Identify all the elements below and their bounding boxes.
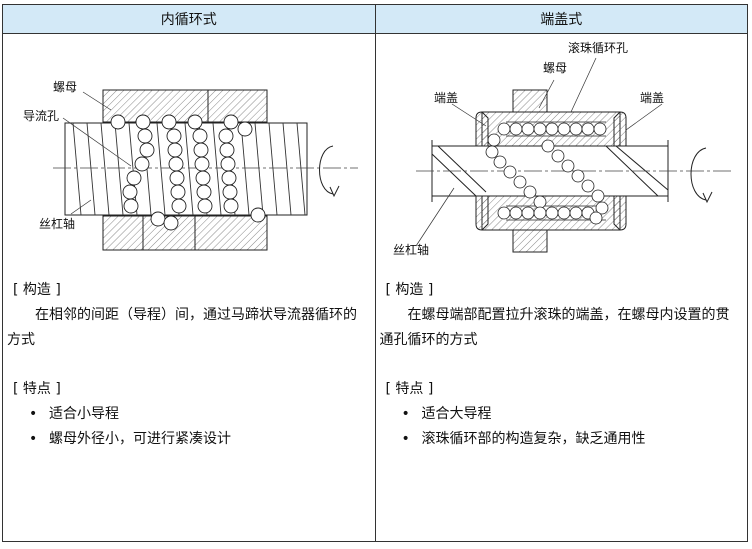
label-end-cap-right: 端盖 <box>640 91 664 105</box>
nut-bottom <box>102 215 268 251</box>
end-cap-diagram: 滚珠循环孔 螺母 端盖 端盖 丝杠轴 <box>376 34 748 264</box>
structure-heading: [ 构造 ] <box>385 282 434 298</box>
ball-circulation-comparison-table: 内循环式 端盖式 <box>2 4 748 542</box>
features-heading: [ 特点 ] <box>385 381 434 397</box>
end-cap-cell: 滚珠循环孔 螺母 端盖 端盖 丝杠轴 [ 构造 ] 在螺母端部配置拉升滚珠的端盖… <box>374 33 748 542</box>
ball-track <box>485 121 608 225</box>
feature-item: •适合小导程 <box>29 406 119 422</box>
balls <box>110 114 266 231</box>
label-nut: 螺母 <box>543 61 567 75</box>
label-end-cap-left: 端盖 <box>434 91 458 105</box>
rotation-arrow-icon <box>690 147 712 204</box>
label-return-hole: 滚珠循环孔 <box>568 40 628 55</box>
internal-circulation-cell: 螺母 导流孔 丝杠轴 [ 构造 ] 在相邻的间距（导程）间，通过马蹄状导流器循环… <box>2 33 376 542</box>
internal-description: [ 构造 ] 在相邻的间距（导程）间，通过马蹄状导流器循环的方式 [ 特点 ] … <box>3 264 375 452</box>
end-caps <box>475 111 626 231</box>
label-shaft: 丝杠轴 <box>393 242 429 257</box>
feature-item: •滚珠循环部的构造复杂，缺乏通用性 <box>401 431 646 447</box>
features-heading: [ 特点 ] <box>13 381 61 397</box>
structure-heading: [ 构造 ] <box>13 282 61 298</box>
column-header-end-cap: 端盖式 <box>374 4 748 34</box>
structure-text: 在螺母端部配置拉升滚珠的端盖，在螺母内设置的贯通孔循环的方式 <box>379 307 730 348</box>
end-cap-description: [ 构造 ] 在螺母端部配置拉升滚珠的端盖，在螺母内设置的贯通孔循环的方式 [ … <box>376 264 748 452</box>
label-shaft: 丝杠轴 <box>39 216 75 231</box>
rotation-arrow-icon <box>319 145 340 198</box>
structure-text: 在相邻的间距（导程）间，通过马蹄状导流器循环的方式 <box>7 307 357 348</box>
label-deflector: 导流孔 <box>23 109 59 123</box>
screw-shaft <box>415 140 734 202</box>
internal-circulation-diagram: 螺母 导流孔 丝杠轴 <box>3 34 375 264</box>
nut-top <box>102 89 268 123</box>
feature-item: •螺母外径小，可进行紧凑设计 <box>29 431 231 447</box>
column-header-internal: 内循环式 <box>2 4 376 34</box>
feature-item: •适合大导程 <box>401 406 492 422</box>
label-nut: 螺母 <box>53 80 77 94</box>
